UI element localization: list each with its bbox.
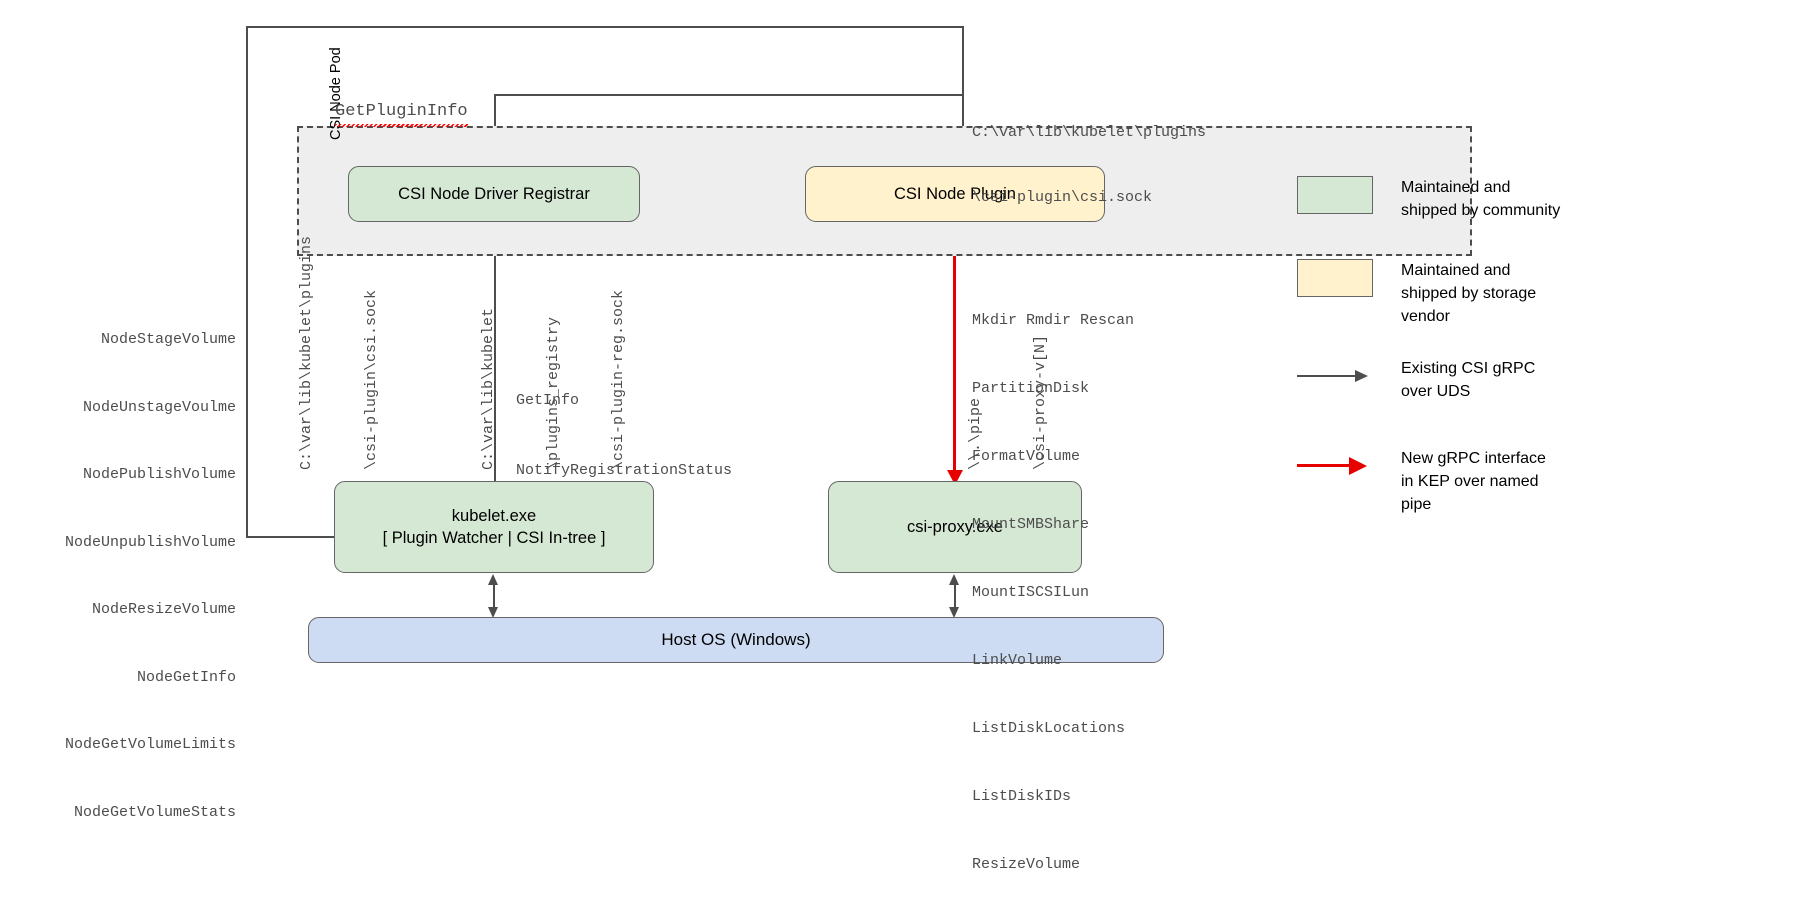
registration-socket-path-rotated-line2: \plugins_registry: [544, 316, 562, 470]
proxy-api-item: ListDiskIDs: [972, 787, 1072, 805]
proxy-api-item: LinkVolume: [972, 651, 1063, 669]
proxy-api-item: PartitionDisk: [972, 380, 1090, 398]
node-api-item: NodeResizeVolume: [91, 601, 236, 618]
csi-node-plugin-label: CSI Node Plugin: [894, 184, 1016, 203]
legend-item-vendor: Maintained and shipped by storage vendor: [1297, 259, 1561, 329]
registration-calls-list: GetInfo NotifyRegistrationStatus: [516, 342, 732, 529]
registration-socket-path-rotated-label: C:\var\lib\kubelet \plugins_registry \cs…: [434, 290, 673, 470]
connector-plugin-to-proxy-red: [953, 222, 957, 474]
arrowhead-kubelet-hostos-down: [488, 607, 498, 618]
proxy-api-item: Mkdir Rmdir Rescan: [972, 312, 1135, 330]
csi-socket-path-rotated-line1: C:\var\lib\kubelet\plugins: [297, 235, 315, 470]
registration-socket-path-rotated-line3: \csi-plugin-reg.sock: [610, 289, 627, 470]
node-service-api-list: NodeStageVolume NodeUnstageVoulme NodePu…: [0, 284, 236, 869]
proxy-api-item: FormatVolume: [972, 448, 1081, 466]
named-pipe-path-rotated-label: \\.\pipe \csi-proxy-v[N]: [921, 335, 1095, 470]
node-api-item: NodePublishVolume: [82, 466, 236, 483]
connector-registrar-getplugininfo-horizontal: [494, 94, 964, 96]
diagram-canvas: CSI Node Pod CSI Node Driver Registrar C…: [65, 26, 1561, 873]
legend-arrow-red-icon: [1297, 447, 1373, 485]
legend-item-community: Maintained and shipped by community: [1297, 176, 1561, 222]
plugin-socket-path-line2: \csi-plugin\csi.sock: [972, 188, 1153, 206]
arrowhead-proxy-hostos-up: [949, 574, 959, 585]
proxy-api-item: ListDiskLocations: [972, 719, 1126, 737]
node-api-item: NodeStageVolume: [100, 331, 236, 348]
connector-plugin-inbound-vertical: [962, 26, 964, 154]
host-os-box[interactable]: Host OS (Windows): [308, 617, 1164, 663]
named-pipe-path-rotated-line1: \\.\pipe: [966, 397, 984, 470]
plugin-socket-path-line1: C:\var\lib\kubelet\plugins: [972, 123, 1207, 141]
host-os-label: Host OS (Windows): [661, 629, 811, 649]
node-api-item: NodeUnpublishVolume: [64, 533, 236, 551]
arrowhead-kubelet-hostos-up: [488, 574, 498, 585]
legend-swatch-vendor: [1297, 259, 1373, 297]
registration-call-item: GetInfo: [516, 391, 580, 409]
proxy-api-item: MountISCSILun: [972, 583, 1090, 601]
legend-swatch-community: [1297, 176, 1373, 214]
get-plugin-info-label: GetPluginInfo: [335, 99, 468, 127]
csi-node-driver-registrar-label: CSI Node Driver Registrar: [398, 184, 590, 203]
legend-item-existing-grpc: Existing CSI gRPC over UDS: [1297, 357, 1561, 403]
kubelet-exe-box[interactable]: kubelet.exe [ Plugin Watcher | CSI In-tr…: [334, 481, 654, 573]
kubelet-exe-label: kubelet.exe: [451, 506, 537, 525]
legend-item-new-grpc: New gRPC interface in KEP over named pip…: [1297, 447, 1561, 517]
proxy-api-item: ResizeVolume: [972, 855, 1081, 873]
legend-label-community: Maintained and shipped by community: [1401, 179, 1561, 220]
node-api-item: NodeGetVolumeLimits: [64, 736, 236, 753]
node-api-item: NodeGetVolumeStats: [73, 803, 236, 821]
connector-kubelet-to-plugin-horizontal-bottom: [246, 536, 336, 538]
csi-node-driver-registrar-box[interactable]: CSI Node Driver Registrar: [348, 166, 640, 222]
csi-socket-path-rotated-label: C:\var\lib\kubelet\plugins \csi-plugin\c…: [252, 236, 426, 470]
legend-label-existing-grpc: Existing CSI gRPC over UDS: [1401, 360, 1536, 401]
csi-proxy-exe-label: csi-proxy.exe: [907, 517, 1003, 536]
connector-kubelet-to-plugin-vertical-left: [246, 26, 248, 538]
named-pipe-path-rotated-line2: \csi-proxy-v[N]: [1031, 334, 1049, 470]
registration-call-item: NotifyRegistrationStatus: [516, 461, 733, 479]
csi-proxy-exe-box[interactable]: csi-proxy.exe: [828, 481, 1082, 573]
connector-proxy-to-hostos: [954, 584, 956, 610]
connector-kubelet-to-plugin-horizontal-top: [246, 26, 964, 28]
legend-label-vendor: Maintained and shipped by storage vendor: [1401, 262, 1537, 326]
arrowhead-proxy-hostos-down: [949, 607, 959, 618]
proxy-api-item: MountSMBShare: [972, 516, 1090, 534]
node-api-item: NodeUnstageVoulme: [82, 398, 236, 416]
node-api-item: NodeGetInfo: [136, 668, 236, 686]
connector-kubelet-to-registrar-vertical: [494, 233, 496, 481]
kubelet-exe-subtitle: [ Plugin Watcher | CSI In-tree ]: [382, 529, 606, 547]
registration-socket-path-rotated-line1: C:\var\lib\kubelet: [479, 307, 497, 470]
csi-socket-path-rotated-line2: \csi-plugin\csi.sock: [362, 289, 380, 470]
connector-kubelet-to-hostos: [493, 584, 495, 610]
legend-arrow-grey-icon: [1297, 357, 1373, 395]
csi-node-plugin-box[interactable]: CSI Node Plugin: [805, 166, 1105, 222]
legend-label-new-grpc: New gRPC interface in KEP over named pip…: [1401, 450, 1546, 514]
plugin-socket-path-label: C:\var\lib\kubelet\plugins \csi-plugin\c…: [972, 78, 1206, 252]
